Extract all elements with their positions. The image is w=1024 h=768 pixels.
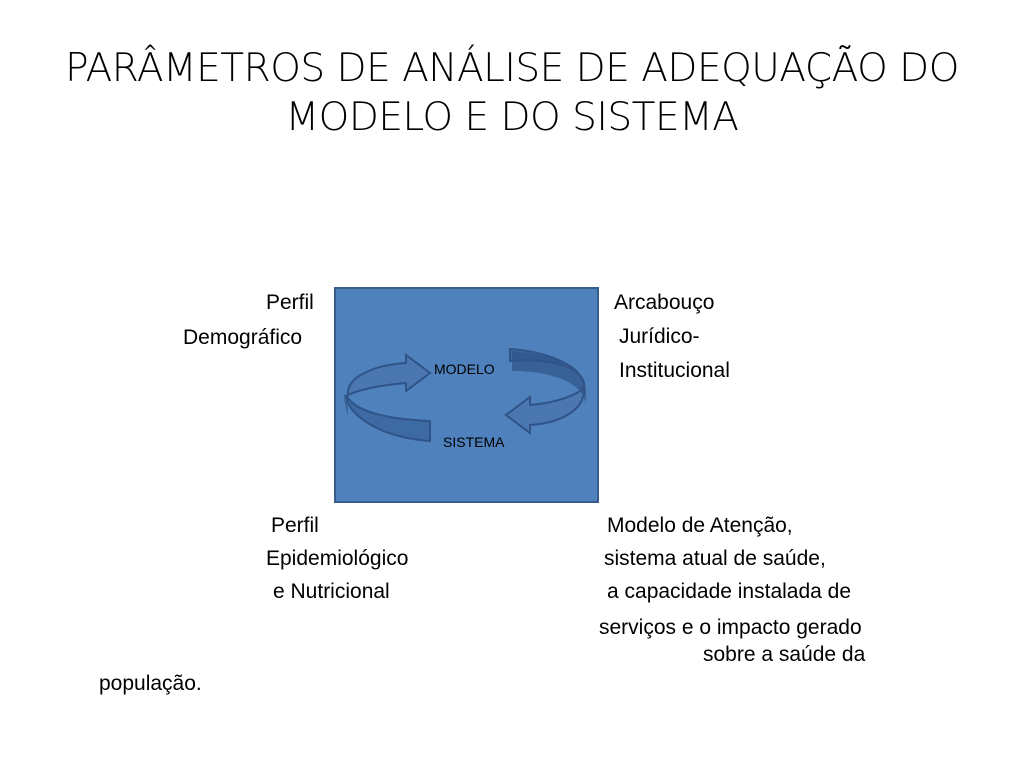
top-right-line-1: Arcabouço bbox=[614, 291, 715, 314]
top-left-line-1: Perfil bbox=[266, 291, 314, 314]
bottom-right-line-5: sobre a saúde da bbox=[703, 643, 866, 666]
system-label: SISTEMA bbox=[443, 434, 505, 450]
bottom-right-line-3: a capacidade instalada de bbox=[607, 580, 852, 603]
title-line-2: MODELO E DO SISTEMA bbox=[285, 95, 739, 140]
model-system-box bbox=[334, 287, 599, 503]
cycle-arrow-top-icon bbox=[346, 353, 432, 397]
bottom-left-line-1: Perfil bbox=[271, 514, 319, 537]
bottom-right-line-1: Modelo de Atenção, bbox=[607, 514, 793, 537]
top-right-line-2: Jurídico- bbox=[619, 325, 700, 348]
title-line-1: PARÂMETROS DE ANÁLISE DE ADEQUAÇÃO DO bbox=[65, 46, 959, 91]
slide-title: PARÂMETROS DE ANÁLISE DE ADEQUAÇÃO DO MO… bbox=[40, 44, 984, 142]
cycle-arrows-diagram bbox=[344, 347, 586, 443]
bottom-right-line-4: serviços e o impacto gerado bbox=[599, 616, 862, 639]
model-label: MODELO bbox=[434, 361, 495, 377]
bottom-right-line-6: população. bbox=[99, 672, 202, 695]
top-right-line-3: Institucional bbox=[619, 359, 730, 382]
bottom-left-line-3: e Nutricional bbox=[273, 580, 390, 603]
bottom-left-line-2: Epidemiológico bbox=[266, 547, 409, 570]
bottom-right-line-2: sistema atual de saúde, bbox=[604, 547, 826, 570]
cycle-arrow-bottom-icon bbox=[504, 384, 586, 435]
top-left-line-2: Demográfico bbox=[183, 326, 303, 349]
